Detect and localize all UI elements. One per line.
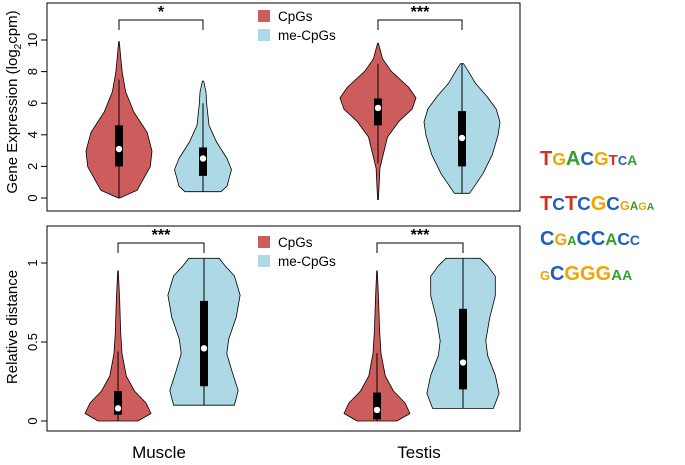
violin-iqr-box (200, 300, 208, 387)
significance-bracket (377, 19, 463, 30)
legend-swatch (258, 29, 270, 41)
legend-label: CpGs (278, 9, 313, 24)
significance-bracket (118, 19, 204, 30)
violin-median (115, 145, 123, 153)
motif-letter: G (591, 193, 607, 215)
motif-letter: C (550, 263, 564, 285)
violin-median (114, 405, 122, 412)
y-tick-label: 0.5 (25, 333, 40, 351)
motif-letter: A (627, 152, 637, 168)
x-label-muscle: Muscle (132, 443, 186, 462)
legend-label: me-CpGs (278, 28, 336, 43)
motif-letter: T (565, 193, 577, 215)
significance-bracket (376, 242, 464, 253)
violin-median (374, 104, 382, 112)
plot-frame (46, 2, 521, 212)
violin-median (459, 359, 467, 366)
motif-letter: G (554, 231, 567, 249)
significance-label: * (158, 4, 165, 21)
y-tick-label: 6 (25, 100, 40, 107)
significance-label: *** (152, 227, 171, 244)
y-tick-label: 0 (25, 417, 40, 424)
distance-ylabel: Relative distance (4, 270, 21, 384)
y-tick-label: 4 (25, 131, 40, 138)
violin-median (200, 345, 208, 352)
motif-letter: C (540, 228, 554, 250)
motif-letter: C (630, 232, 640, 248)
motif-letter: G (540, 268, 550, 283)
violin-iqr-box (459, 308, 467, 390)
motif-letter: G (620, 198, 630, 213)
motif-letter: C (552, 194, 565, 214)
violin-cpgs-testis (343, 270, 411, 422)
motif-letter: A (566, 148, 580, 170)
motif-letter: A (611, 267, 622, 284)
legend-swatch (258, 236, 270, 248)
violin-iqr-box (114, 390, 122, 415)
motif-letter: G (638, 201, 647, 213)
motif-letter: T (540, 193, 552, 215)
motif-letter: A (647, 202, 655, 213)
motif-letter: T (609, 152, 619, 169)
motif-letter: G (580, 263, 596, 285)
motif-letter: C (576, 228, 590, 250)
motif-letter: A (567, 233, 576, 248)
motif-letter: C (617, 229, 630, 249)
y-tick-label: 10 (25, 33, 40, 47)
motif-logo-2: TCTCGCGAGA (540, 193, 655, 215)
motif-letter: A (630, 200, 639, 213)
x-label-testis: Testis (397, 443, 440, 462)
violin-median (199, 155, 207, 162)
significance-label: *** (411, 227, 430, 244)
plot-frame (46, 225, 521, 432)
y-tick-label: 8 (25, 68, 40, 75)
legend-swatch (258, 255, 270, 267)
motif-letter: C (606, 193, 620, 214)
violin-median (373, 406, 381, 414)
y-tick-label: 2 (25, 163, 40, 170)
violin-cpgs-muscle (84, 270, 152, 422)
expression-ylabel: Gene Expression (log2cpm) (4, 10, 24, 193)
violin-median (458, 134, 466, 142)
motif-letter: G (594, 148, 609, 169)
motif-logo-4: GCGGGAA (540, 263, 632, 285)
motif-letter: G (552, 149, 566, 169)
motif-letter: G (596, 263, 612, 285)
motif-logo-3: CGACCACC (540, 228, 640, 250)
significance-bracket (117, 242, 205, 253)
significance-label: *** (411, 4, 430, 21)
motif-letter: A (622, 267, 632, 283)
motif-letter: C (618, 153, 627, 168)
y-tick-label: 0 (25, 194, 40, 201)
legend-label: me-CpGs (278, 254, 336, 269)
distance-panel: 0 0.5 1 *** *** CpGs me-CpGs (25, 225, 521, 432)
violin-iqr-box (374, 98, 382, 126)
motif-letter: T (540, 148, 552, 170)
motif-letter: C (580, 148, 594, 169)
motif-logo-1: TGACGTCA (540, 148, 637, 170)
y-tick-label: 1 (25, 259, 40, 266)
motif-letter: C (577, 193, 591, 214)
legend-label: CpGs (278, 235, 313, 250)
legend-swatch (258, 10, 270, 22)
motif-letter: A (605, 231, 617, 249)
motif-letter: G (564, 263, 580, 285)
motif-letter: C (591, 228, 605, 250)
violin-iqr-box (373, 392, 381, 420)
